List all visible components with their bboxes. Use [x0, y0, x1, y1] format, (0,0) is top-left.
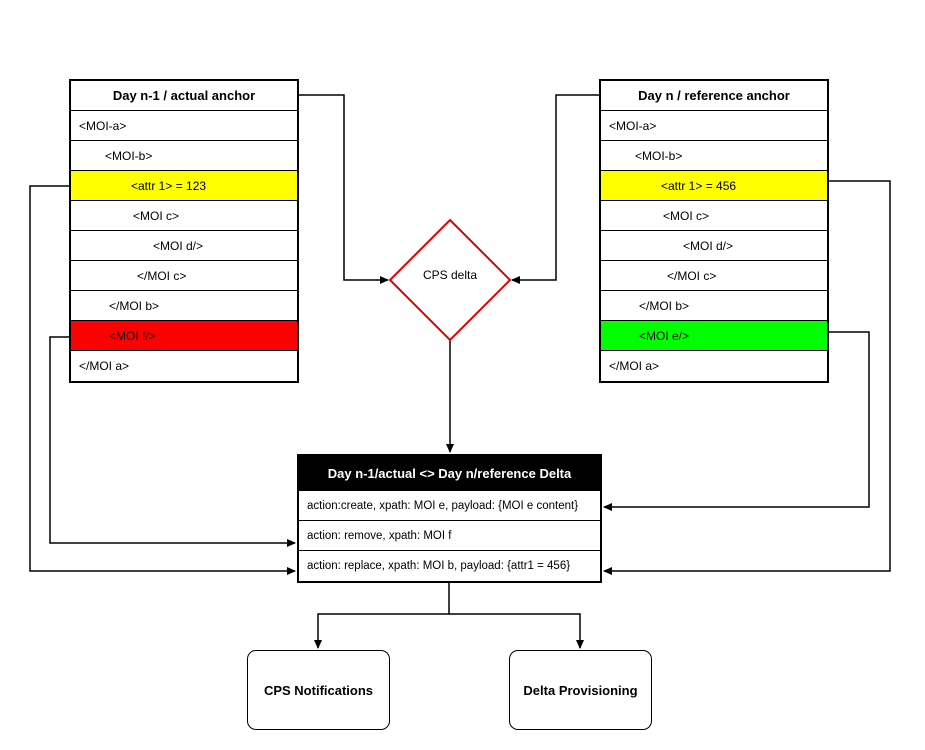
- delta-action-remove: action: remove, xpath: MOI f: [299, 521, 600, 551]
- table-row: <attr 1> = 456: [601, 171, 827, 201]
- table-row: <MOI c>: [71, 201, 297, 231]
- table-row: </MOI b>: [601, 291, 827, 321]
- delta-provisioning-box: Delta Provisioning: [509, 650, 652, 730]
- table-row: <MOI f/>: [71, 321, 297, 351]
- cps-delta-label: CPS delta: [422, 268, 478, 282]
- delta-table-header: Day n-1/actual <> Day n/reference Delta: [299, 456, 600, 491]
- delta-action-replace: action: replace, xpath: MOI b, payload: …: [307, 560, 571, 572]
- day-n-1-actual-anchor-table: Day n-1 / actual anchor <MOI-a> <MOI-b> …: [69, 79, 299, 383]
- table-row: <MOI c>: [601, 201, 827, 231]
- edge-attr-456-to-replace: [603, 180, 891, 575]
- table-row: <MOI e/>: [601, 321, 827, 351]
- edge-attr-123-to-replace: [29, 185, 296, 575]
- table-row: <attr 1> = 123: [71, 171, 297, 201]
- table-row: <MOI-b>: [601, 141, 827, 171]
- table-header: Day n-1 / actual anchor: [71, 81, 297, 111]
- table-row: <MOI-a>: [601, 111, 827, 141]
- edge-moi-f-to-remove: [49, 336, 296, 547]
- edge-delta-to-provisioning: [449, 613, 584, 649]
- table-row: <MOI-a>: [71, 111, 297, 141]
- table-header: Day n / reference anchor: [601, 81, 827, 111]
- table-row: </MOI c>: [71, 261, 297, 291]
- table-row: <MOI-b>: [71, 141, 297, 171]
- edge-delta-to-notifications: [314, 581, 450, 649]
- table-row: </MOI a>: [79, 359, 130, 373]
- table-row: </MOI b>: [71, 291, 297, 321]
- table-row: </MOI c>: [601, 261, 827, 291]
- table-row: <MOI d/>: [601, 231, 827, 261]
- edge-left-anchor-to-cps-delta: [299, 94, 389, 284]
- delta-table: Day n-1/actual <> Day n/reference Delta …: [297, 454, 602, 583]
- delta-action-create: action:create, xpath: MOI e, payload: {M…: [299, 491, 600, 521]
- edge-moi-e-to-create: [603, 331, 870, 511]
- cps-notifications-box: CPS Notifications: [247, 650, 390, 730]
- edge-right-anchor-to-cps-delta: [511, 94, 599, 284]
- table-row: <MOI d/>: [71, 231, 297, 261]
- day-n-reference-anchor-table: Day n / reference anchor <MOI-a> <MOI-b>…: [599, 79, 829, 383]
- cps-delta-diamond: [388, 218, 512, 342]
- table-row: </MOI a>: [609, 359, 660, 373]
